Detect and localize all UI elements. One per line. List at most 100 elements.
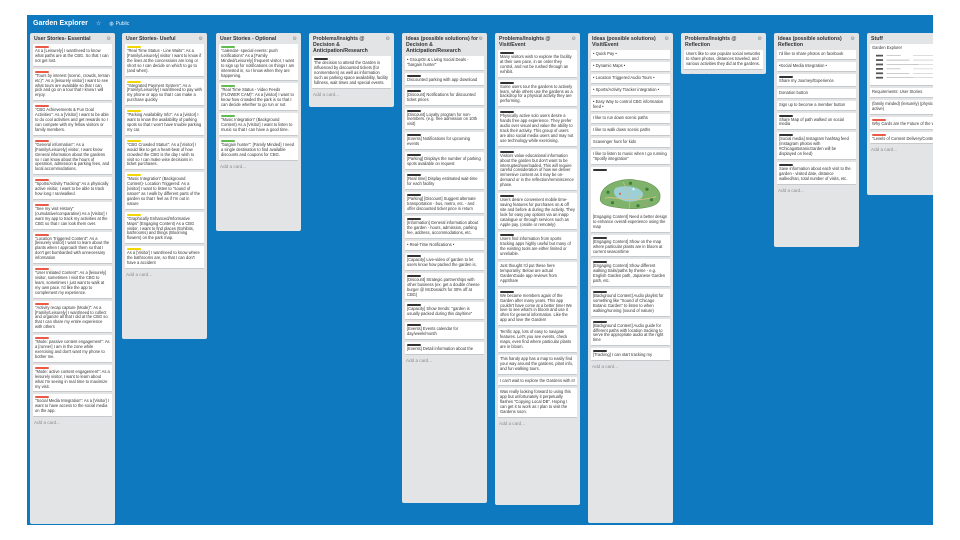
card[interactable]: • Sports/Activity Tracker integration • bbox=[591, 85, 670, 96]
card[interactable]: Donation button bbox=[777, 88, 856, 99]
card[interactable]: [Discount] Loyalty program for non-membe… bbox=[405, 107, 484, 131]
card[interactable]: Was really looking forward to using this… bbox=[498, 388, 577, 418]
card[interactable]: We became members again of the Garden af… bbox=[498, 288, 577, 327]
card[interactable]: "Music Integration" (Background Content)… bbox=[219, 113, 298, 136]
list-title[interactable]: Problems/Insights @ Decision & Anticipat… bbox=[313, 36, 368, 54]
card[interactable]: [Parking] Displays the number of parking… bbox=[405, 152, 484, 170]
card[interactable]: This handy app has a map to easily find … bbox=[498, 354, 577, 375]
list-title[interactable]: Ideas (possible solutions) Reflection bbox=[778, 36, 842, 48]
add-card-link[interactable]: Add a card... bbox=[499, 420, 526, 426]
card[interactable]: "Parking Availability Info": As a [visit… bbox=[125, 108, 204, 136]
list-title[interactable]: User Stories- Useful bbox=[126, 36, 176, 42]
card[interactable]: [Background Content] Audio guide for dif… bbox=[591, 318, 670, 347]
card[interactable]: •Social Media Integration • bbox=[777, 61, 856, 72]
card[interactable]: Scavenger hunt for kids bbox=[591, 138, 670, 149]
card[interactable]: [Engaging Content] Need a better design … bbox=[591, 166, 670, 233]
list-menu-icon[interactable]: ⚙ bbox=[106, 36, 111, 42]
card[interactable]: [Background Content] Audio playlist for … bbox=[591, 289, 670, 317]
card[interactable]: Sign up to become a member button bbox=[777, 100, 856, 111]
card[interactable]: Requirements: User Stories bbox=[870, 87, 933, 98]
card[interactable]: "Mode: passive content engagement": As a… bbox=[33, 335, 112, 363]
card[interactable]: • Quick Pay • bbox=[591, 50, 670, 60]
list-menu-icon[interactable]: ⚙ bbox=[757, 36, 762, 42]
card[interactable]: "CBG Achievements & Fun Goal Activities"… bbox=[33, 103, 112, 136]
card[interactable]: [Engaging Content] Show different walkin… bbox=[591, 259, 670, 288]
card[interactable]: [Events] Notifications for upcoming even… bbox=[405, 132, 484, 151]
card[interactable]: Discounted parking with app download bbox=[405, 72, 484, 86]
card[interactable]: As a [Visitor] I want/need to know where… bbox=[125, 246, 204, 269]
card[interactable]: [Events] Detail information about the bbox=[405, 342, 484, 355]
visibility-toggle[interactable]: ◍ Public bbox=[109, 21, 129, 27]
card[interactable]: Visitors value educational information a… bbox=[498, 148, 577, 192]
add-card-link[interactable]: Add a card... bbox=[34, 420, 61, 426]
card[interactable]: "CBG Crowded Status": As a [Visitor] I w… bbox=[125, 137, 204, 171]
card[interactable]: • Real-Time Notifications • bbox=[405, 241, 484, 252]
card[interactable]: I like to walk down scenic paths bbox=[591, 126, 670, 137]
card[interactable]: "Levels of Content Delivery/Control" bbox=[870, 131, 933, 145]
card[interactable]: "Mode: active content engagement": As a … bbox=[33, 364, 112, 393]
list-menu-icon[interactable]: ⚙ bbox=[198, 36, 203, 42]
list-title[interactable]: Stuff bbox=[871, 36, 883, 42]
card[interactable]: • Location Triggered Audio Tours • bbox=[591, 73, 670, 84]
card[interactable]: The decision to attend the Garden is inf… bbox=[312, 56, 391, 89]
card[interactable]: [Real time] Display estimated wait-time … bbox=[405, 171, 484, 190]
card[interactable]: "Tours by interest (scenic, crowds, terr… bbox=[33, 68, 112, 102]
add-card-link[interactable]: Add a card... bbox=[406, 358, 433, 363]
add-card-link[interactable]: Add a card... bbox=[126, 272, 153, 277]
card[interactable]: "bargain hunter": [Family Minded] I need… bbox=[219, 137, 298, 161]
card[interactable]: • Dynamic Maps • bbox=[591, 61, 670, 72]
card[interactable]: "User Initiated Content": As a [leisurel… bbox=[33, 266, 112, 299]
add-card-link[interactable]: Add a card... bbox=[592, 364, 619, 370]
list-title[interactable]: Problems/Insights @ Visit/Event bbox=[499, 36, 551, 48]
card[interactable]: "Sports/Activity Tracking" As a physical… bbox=[33, 177, 112, 200]
card[interactable]: I'd like to share photos on facebook bbox=[777, 50, 856, 60]
add-card-link[interactable]: Add a card... bbox=[313, 91, 340, 97]
card[interactable]: "Location Triggered Content": As a [leis… bbox=[33, 231, 112, 265]
card[interactable]: • Easy Way to control CBG information fe… bbox=[591, 97, 670, 113]
card[interactable]: Terrific app, lots of easy to navigate f… bbox=[498, 328, 577, 353]
list-menu-icon[interactable]: ⚙ bbox=[385, 36, 390, 42]
card[interactable]: [Events] Events calendar for day/week/mo… bbox=[405, 322, 484, 341]
card[interactable]: I like to run down scenic paths bbox=[591, 114, 670, 125]
list-title[interactable]: User Stories- Essential bbox=[34, 36, 91, 42]
card[interactable]: "Real Time Status - Line Waits": As a [F… bbox=[125, 44, 204, 77]
card[interactable]: • GroupOn & Living Social Deals - "barga… bbox=[405, 56, 484, 71]
card[interactable]: "Activity recap capture (Mode)": As a [F… bbox=[33, 300, 112, 334]
card[interactable]: [Tracking] I can start tracking my bbox=[591, 348, 670, 362]
card[interactable]: "Social Media Integration": As a [Visito… bbox=[33, 394, 112, 418]
list-title[interactable]: User Stories - Optional bbox=[220, 36, 277, 42]
card[interactable]: [Information] General information about … bbox=[405, 216, 484, 240]
card[interactable]: Garden Explorer bbox=[870, 44, 933, 86]
card[interactable]: Share my Journey/Experience bbox=[777, 73, 856, 87]
card[interactable]: Just thought I'd put these here temporar… bbox=[498, 262, 577, 287]
card[interactable]: "Graphically Enhanced/Informative Maps" … bbox=[125, 211, 204, 245]
card[interactable]: Users desire convenient mobile time-savi… bbox=[498, 193, 577, 231]
card[interactable]: "Integrated Payment System": As a [Famil… bbox=[125, 78, 204, 107]
card[interactable]: (family minded) (leisurely) (physically … bbox=[870, 99, 933, 115]
card[interactable]: Users like to use popular social network… bbox=[684, 50, 763, 70]
card[interactable]: Some users tour the gardens to actively … bbox=[498, 79, 577, 108]
card[interactable]: I like to listen to music when I go runn… bbox=[591, 150, 670, 165]
card[interactable]: "See my visit History" (cumulative/compa… bbox=[33, 201, 112, 230]
card[interactable]: "Real Time Status - Video Feeds (FLOWER … bbox=[219, 83, 298, 112]
list-menu-icon[interactable]: ⚙ bbox=[571, 36, 576, 42]
add-card-link[interactable]: Add a card... bbox=[684, 72, 763, 74]
add-card-link[interactable]: Add a card... bbox=[220, 163, 247, 169]
card[interactable]: [Capacity] Live-video of garden to let u… bbox=[405, 253, 484, 271]
list-title[interactable]: Ideas (possible solutions) for Decision … bbox=[406, 36, 479, 54]
card[interactable]: I can't wait to explore the Gardens with… bbox=[498, 376, 577, 387]
card[interactable]: Physically active solo users desire a ha… bbox=[498, 109, 577, 147]
add-card-link[interactable]: Add a card... bbox=[778, 187, 805, 193]
card[interactable]: [Social media] Instagram hashtag feed (I… bbox=[777, 132, 856, 160]
add-card-link[interactable]: Add a card... bbox=[871, 147, 898, 153]
list-title[interactable]: Ideas (possible solutions) Visit/Event bbox=[592, 36, 656, 48]
card[interactable]: "General information": As a [Family/Leis… bbox=[33, 137, 112, 176]
card[interactable]: [Discount] Notifications for discounted … bbox=[405, 87, 484, 106]
card[interactable]: Share Map of path walked on social media bbox=[777, 112, 856, 131]
list-menu-icon[interactable]: ⚙ bbox=[664, 36, 669, 42]
card[interactable]: Save information about each visit to the… bbox=[777, 161, 856, 185]
card[interactable]: Many visitors wish to explore the facili… bbox=[498, 50, 577, 78]
board-title[interactable]: Garden Explorer bbox=[33, 20, 88, 27]
card[interactable]: As a [Leisurely] I want/need to know wha… bbox=[33, 44, 112, 67]
card[interactable]: "Music Integration" (Background Content)… bbox=[125, 172, 204, 210]
